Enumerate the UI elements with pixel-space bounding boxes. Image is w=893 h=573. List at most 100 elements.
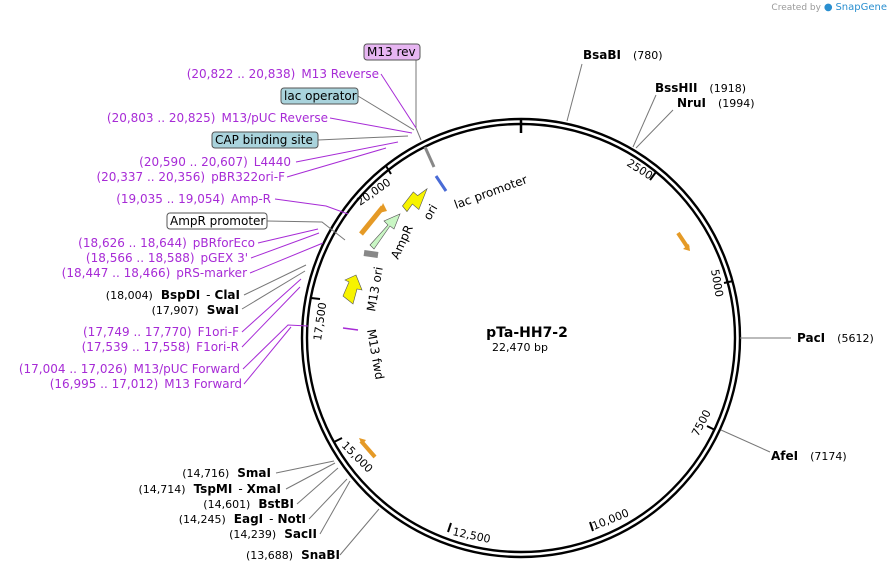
leader-afei [720,429,771,453]
bstbi-label: (14,601)BstBI [203,497,294,511]
orange-feature-left-head [379,203,387,213]
smai-label: (14,716)SmaI [182,466,271,480]
tick-label-20000: 20,000 [354,176,393,209]
plasmid-name: pTa-HH7-2 [486,325,568,341]
m13-reverse-label: (20,822 .. 20,838)M13 Reverse [187,67,379,81]
label-ori: ori [420,202,440,223]
leader-m13puc-reverse [329,117,413,134]
leader-tspmi [285,462,336,490]
snapgene-logo-icon: ● [823,2,833,13]
pbrforeco-label: (18,626 .. 18,644)pBRforEco [78,236,255,250]
f1ori-f-label: (17,749 .. 17,770)F1ori-F [83,325,239,339]
ampr-arrow [369,213,401,250]
m13-ori-arrow [342,274,363,305]
leader-ampr-promoter [266,220,346,241]
eagi-label: (14,245)EagI-NotI [179,512,306,526]
watermark-prefix: Created by [771,3,821,13]
tick-label-7500: 7500 [689,408,714,439]
tick-label-10000: 10,000 [590,506,631,532]
cap-binding-box-label: CAP binding site [215,133,313,147]
nrui-label: NruI(1994) [677,96,755,110]
leader-f1ori-r [241,286,301,348]
leader-swai [241,270,306,310]
leader-snabi [339,508,380,556]
left-leader-lines [241,58,422,385]
l4440-label: (20,590 .. 20,607)L4440 [139,155,291,169]
tick-label-5000: 5000 [708,268,726,298]
label-m13-fwd: M13 fwd [364,328,387,381]
tick-17500 [310,297,321,300]
tick-2500 [649,171,657,181]
lac-operator-bar [434,175,448,192]
label-m13-ori: M13 ori [364,266,386,313]
orange-feature-right [676,231,690,250]
leader-f1ori-f [241,278,302,333]
lac-operator-box [280,87,359,105]
label-ampr: AmpR [388,223,416,261]
swai-label: (17,907)SwaI [152,303,239,317]
f1ori-r-label: (17,539 .. 17,558)F1ori-R [82,340,239,354]
ampr-promoter-box [166,212,268,230]
tick-label-17500: 17,500 [311,301,329,341]
leader-lac-operator [357,95,415,131]
plasmid-length: 22,470 bp [492,341,548,354]
bottom-enzyme-labels: (14,716)SmaI (14,714)TspMI-XmaI (14,601)… [139,466,340,562]
tick-5000 [723,280,734,284]
m13puc-reverse-label: (20,803 .. 20,825)M13/pUC Reverse [107,111,328,125]
leader-eagi [308,478,348,520]
orange-feature-bottom [359,439,377,459]
watermark-brand: SnapGene [835,2,887,13]
ampr-promoter-bar [363,250,379,258]
leader-m13rev [415,58,422,141]
m13fwd-tick [342,327,359,331]
leader-smai [275,460,335,474]
leader-sacii [319,480,351,535]
orange-feature-left [359,205,385,236]
bsshii-label: BssHII(1918) [655,81,746,95]
m13rev-box-label: M13 rev [367,45,416,59]
ampr-promoter-box-label: AmpR promoter [170,214,265,228]
snapgene-watermark: Created by ● SnapGene [771,2,887,13]
bsabi-label: BsaBI(780) [583,48,663,62]
leader-pbr322ori [286,147,387,178]
amp-r-label: (19,035 .. 19,054)Amp-R [116,192,271,206]
tick-15000 [333,437,343,443]
tick-marks [310,165,734,533]
leader-cap [317,135,409,141]
leader-l4440 [295,141,399,163]
lac-operator-box-label: lac operator [284,89,357,103]
leader-pbrforeco [257,228,319,244]
right-enzyme-labels: BsaBI(780) BssHII(1918) NruI(1994) PacI(… [583,48,874,463]
bottom-leader-lines [275,460,380,556]
orange-feature-bottom-head [359,438,366,445]
left-feature-labels: (20,822 .. 20,838)M13 Reverse (20,803 ..… [19,67,379,391]
tspmi-label: (14,714)TspMI-XmaI [139,482,281,496]
leader-prs [249,242,324,274]
m13-forward-label: (16,995 .. 17,012)M13 Forward [50,377,242,391]
leader-m13-forward [243,326,292,385]
afei-label: AfeI(7174) [771,449,847,463]
leader-bspdi [243,264,307,296]
leader-ampr [274,198,349,215]
leader-m13-reverse [380,73,417,129]
leader-m13puc-forward [242,324,309,370]
m13rev-box [363,43,421,61]
leader-bsshii [632,94,657,148]
leader-bstbi [296,467,339,505]
tick-20000 [385,165,392,175]
left-enzyme-labels: (18,004)BspDI-ClaI (17,907)SwaI [106,288,240,317]
leader-bsabi [566,63,583,122]
right-leader-lines [566,63,791,453]
feature-arrows [342,146,690,459]
leader-nrui [635,109,674,149]
tick-7500 [706,425,716,431]
orange-feature-right-head [683,244,690,251]
sacii-label: (14,239)SacII [229,527,317,541]
paci-label: PacI(5612) [797,331,874,345]
snabi-label: (13,688)SnaBI [246,548,340,562]
label-lac-promoter: lac promoter [452,172,529,211]
prs-marker-label: (18,447 .. 18,466)pRS-marker [62,266,247,280]
tick-10000 [589,521,594,532]
ori-arrow [402,187,428,213]
